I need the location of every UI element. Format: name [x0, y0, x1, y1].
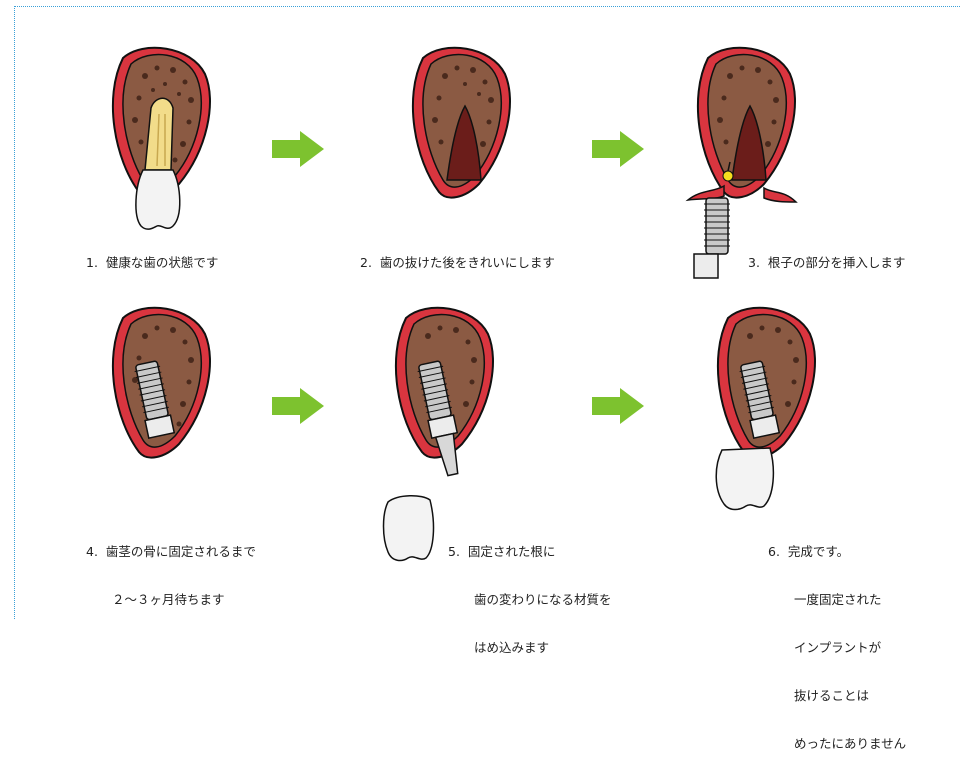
gum-flap-right	[764, 188, 796, 202]
implant-screw	[694, 198, 730, 278]
step-2-illustration	[395, 40, 535, 240]
step-5-caption: 5. 固定された根に 歯の変わりになる材質を はめ込みます	[448, 512, 612, 672]
step-3-caption: 3. 根子の部分を挿入します	[748, 255, 905, 271]
step-2-caption: 2. 歯の抜けた後をきれいにします	[360, 255, 555, 271]
step-1-illustration	[95, 40, 235, 240]
fitted-crown	[716, 448, 773, 510]
arrow-right-icon	[592, 388, 644, 424]
step-3-illustration	[680, 40, 820, 290]
arrow-right-icon	[592, 131, 644, 167]
step-6-caption: 6. 完成です。 一度固定された インプラントが 抜けることは めったにありませ…	[768, 512, 906, 768]
loose-crown	[384, 496, 434, 561]
arrow-right-icon	[272, 388, 324, 424]
marker	[723, 171, 733, 181]
step-1-caption: 1. 健康な歯の状態です	[86, 255, 218, 271]
step-4-illustration	[95, 300, 235, 460]
arrow-right-icon	[272, 131, 324, 167]
tooth-crown	[136, 170, 180, 229]
step-4-caption: 4. 歯茎の骨に固定されるまで ２～３ヶ月待ちます	[86, 512, 256, 624]
step-6-illustration	[700, 300, 840, 520]
